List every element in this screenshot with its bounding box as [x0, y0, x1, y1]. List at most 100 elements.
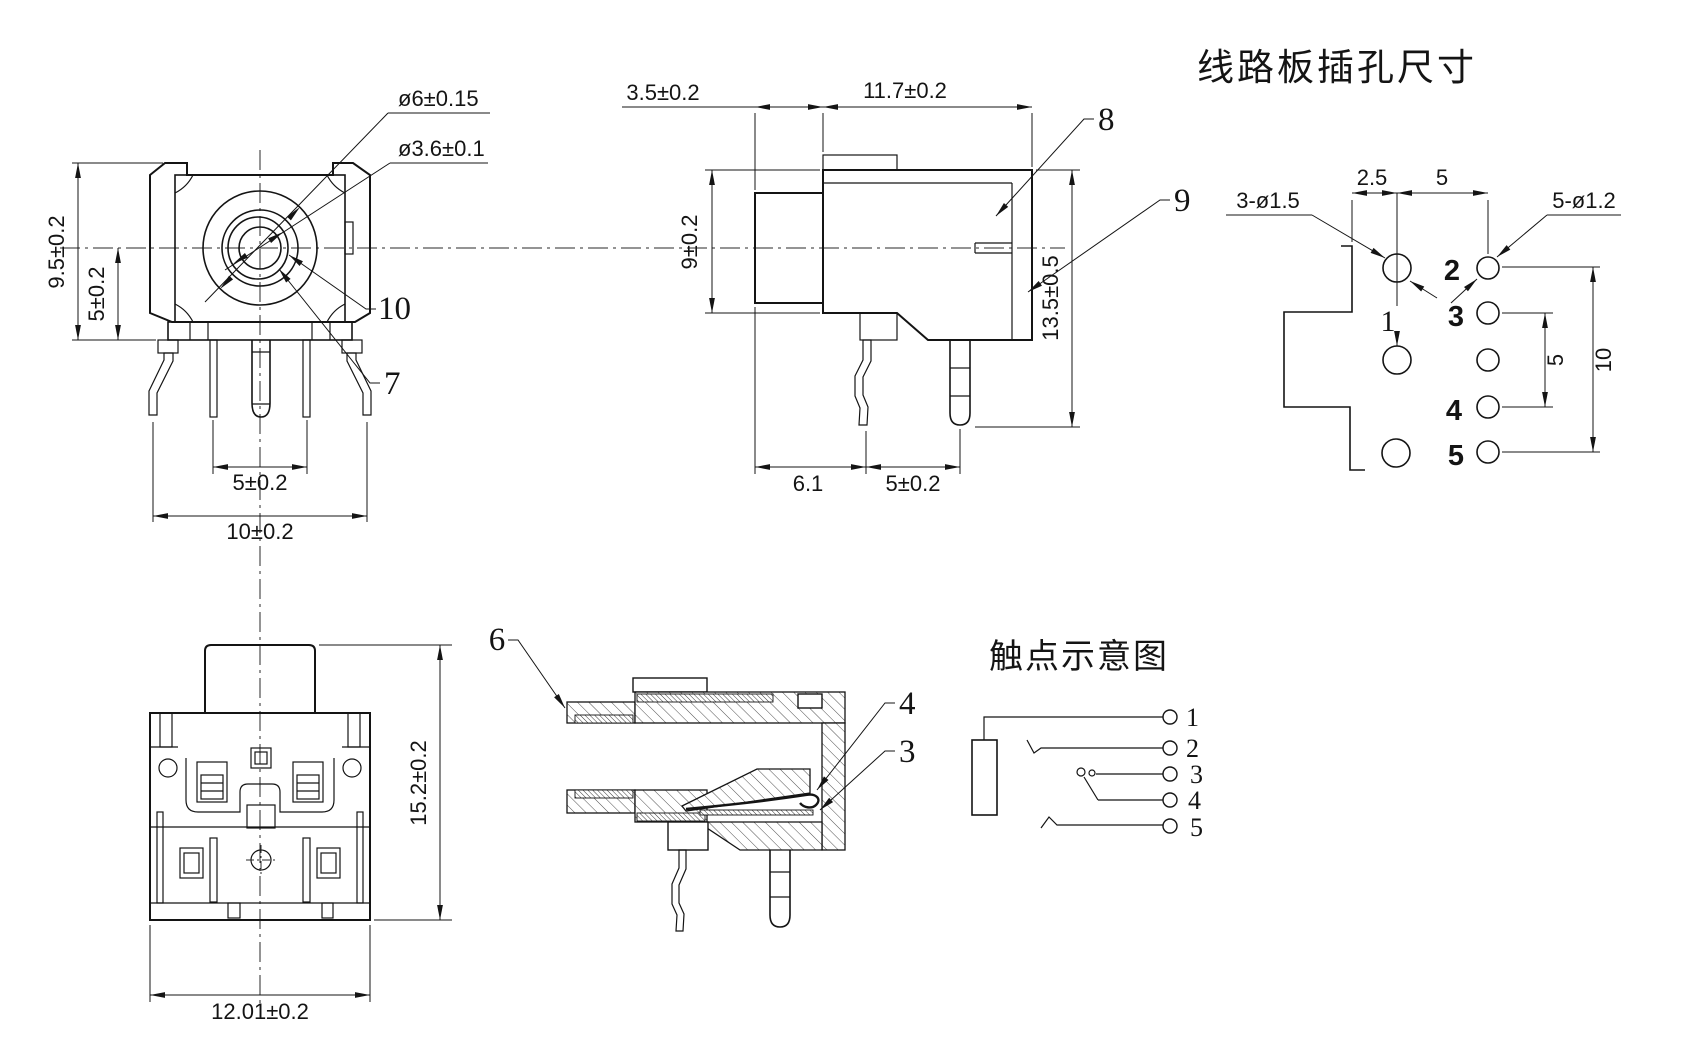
pcb-pin-numbers: 1 2 3 4 5	[1381, 255, 1465, 472]
centerlines	[60, 150, 1065, 1008]
top-tab	[822, 154, 898, 171]
pcb-title: 线路板插孔尺寸	[1197, 47, 1477, 88]
center-pin	[251, 340, 271, 418]
contact-schematic: 触点示意图 1 2 3 4 5	[971, 638, 1203, 842]
terminal-5-node	[1162, 818, 1178, 834]
dim-pcb-span-small: 5	[1543, 354, 1568, 366]
section-top-tab	[632, 677, 708, 693]
barrel-rear	[204, 644, 316, 713]
dim-pcb-span-total: 10	[1591, 348, 1616, 372]
left-leg-stub	[157, 339, 179, 354]
dim-side-pitch: 5±0.2	[886, 471, 941, 496]
edge-rib-left	[156, 811, 164, 904]
slot-upper-right-inner	[296, 774, 320, 800]
dim-pcb-pitch: 5	[1436, 165, 1448, 190]
slot-lower-right	[316, 847, 341, 879]
center-pin-segments	[252, 351, 270, 405]
side-center-pin	[949, 340, 971, 426]
pin-channel-right	[302, 837, 311, 903]
term-label-4: 4	[1188, 786, 1201, 815]
bushing-outer-circle	[202, 190, 318, 306]
switch-arm	[1083, 776, 1099, 801]
dim-pcb-offset: 2.5	[1357, 165, 1388, 190]
side-pin-segments	[950, 367, 970, 397]
center-block	[246, 804, 276, 829]
base-details	[189, 322, 331, 340]
hole-small-1	[1476, 256, 1500, 280]
slot-lower-left-inner	[183, 852, 200, 874]
corner-reliefs	[174, 174, 346, 323]
corner-tab-left	[159, 712, 173, 748]
edge-rib-right	[356, 811, 364, 904]
dim-bottom-height: 15.2±0.2	[406, 740, 431, 825]
ref-8: 8	[1098, 102, 1115, 138]
hole-small-4	[1476, 395, 1500, 419]
leg-boss-section	[667, 821, 709, 851]
plug-symbol	[971, 739, 998, 816]
contact-actuator-wedge	[680, 768, 811, 812]
terminal-1-node	[1162, 709, 1178, 725]
bottom-view: 15.2±0.2 12.01±0.2	[149, 644, 452, 1024]
mount-hole-left	[158, 758, 178, 778]
bottom-dimensions: 15.2±0.2 12.01±0.2	[149, 644, 452, 1024]
dim-side-body: 11.7±0.2	[863, 78, 947, 103]
switch-pivot	[1076, 767, 1086, 777]
side-dimensions: 3.5±0.2 11.7±0.2 9±0.2 13.5±0.5 6.1 5±0.…	[622, 78, 1080, 496]
right-bent-leg	[346, 352, 372, 416]
side-view: 3.5±0.2 11.7±0.2 9±0.2 13.5±0.5 6.1 5±0.…	[622, 78, 1191, 496]
shell-notch-section	[797, 693, 823, 709]
front-ref-labels: 10 7	[278, 254, 411, 402]
board-edge	[1283, 245, 1365, 471]
terminal-3-node	[1162, 766, 1178, 782]
term-label-1: 1	[1186, 703, 1199, 732]
dim-side-total: 13.5±0.5	[1038, 255, 1063, 340]
body-wall-right	[821, 722, 846, 851]
dim-dia-outer: ø6±0.15	[398, 86, 479, 111]
shell-liner-top	[636, 693, 774, 703]
front-base	[167, 321, 353, 341]
bushing-middle-circle	[221, 209, 299, 287]
jack-bore-circle	[238, 226, 282, 270]
slot-upper-right	[292, 761, 324, 803]
slot-upper-left-inner	[200, 774, 224, 800]
center-key	[250, 747, 272, 769]
slot-lower-right-inner	[320, 852, 337, 874]
ref-10: 10	[378, 291, 411, 327]
term-label-5: 5	[1190, 813, 1203, 842]
dim-side-height: 9±0.2	[677, 215, 702, 270]
inner-pin-left	[209, 339, 218, 418]
label-right-holes: 5-ø1.2	[1552, 188, 1616, 213]
leg-boss	[859, 312, 898, 341]
hole-small-5	[1476, 440, 1500, 464]
dim-bottom-width: 12.01±0.2	[211, 999, 309, 1024]
front-dimensions: 9.5±0.2 5±0.2 5±0.2 10±0.2 ø6±0.15 ø3.6±…	[44, 86, 490, 544]
inner-shell-lines	[823, 182, 1013, 340]
dim-side-front: 3.5±0.2	[626, 80, 699, 105]
contact-opening-ellipse	[227, 216, 289, 280]
ref-4: 4	[899, 686, 916, 722]
shell-liner-bottom	[636, 812, 706, 822]
terminal-5-wire	[1040, 816, 1163, 829]
terminal-2-wire	[1026, 739, 1163, 754]
dim-side-leg: 6.1	[793, 471, 824, 496]
hole-large-3	[1381, 438, 1411, 468]
section-center-pin	[769, 850, 791, 928]
spring-contact-blade	[685, 793, 820, 811]
contact-channel	[185, 758, 335, 813]
side-ref-labels: 8 9	[995, 102, 1191, 293]
ref-6: 6	[489, 622, 506, 658]
side-body	[822, 169, 1033, 341]
pcb-pin-4: 4	[1446, 395, 1462, 427]
side-bent-leg	[854, 339, 872, 426]
mount-hole-right	[342, 758, 362, 778]
barrel-liner-top	[574, 714, 634, 724]
ref-7: 7	[384, 366, 401, 402]
ref-3: 3	[899, 734, 916, 770]
switch-contact-dot	[1088, 769, 1096, 777]
center-key-inner	[254, 751, 268, 765]
terminal-4-node	[1162, 792, 1178, 808]
left-bent-leg	[148, 352, 174, 416]
pcb-pin-2: 2	[1444, 255, 1460, 287]
